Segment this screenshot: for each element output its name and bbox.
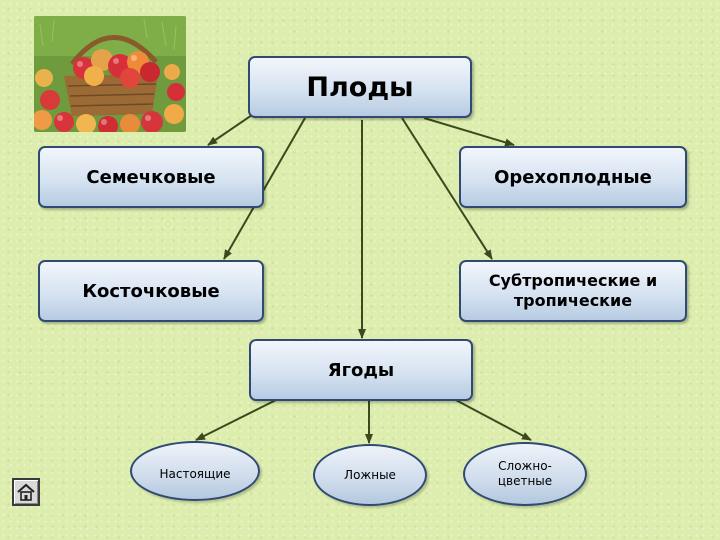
node-true-berry-label: Настоящие xyxy=(159,467,231,481)
root-node-fruits: Плоды xyxy=(248,56,472,118)
node-compound-berry-label-line1: Сложно- xyxy=(498,459,552,473)
home-button[interactable] xyxy=(12,478,40,506)
arrow-root-to-tropical xyxy=(401,117,493,260)
node-tropical: Субтропические и тропические xyxy=(459,260,687,322)
node-tropical-label-line2: тропические xyxy=(513,291,633,310)
arrow-berries-to-compound xyxy=(451,397,532,441)
node-false-berry-label: Ложные xyxy=(344,467,396,482)
arrow-root-to-stone xyxy=(223,117,306,260)
arrow-berries-to-true xyxy=(195,397,281,441)
node-false-berry: Ложные xyxy=(313,444,427,506)
arrow-root-to-pome xyxy=(207,114,253,146)
home-icon xyxy=(17,483,35,501)
node-compound-berry: Сложно- цветные xyxy=(463,442,587,506)
arrow-root-to-nut xyxy=(423,117,515,147)
node-pome-label: Семечковые xyxy=(86,166,216,188)
node-true-berry: Настоящие xyxy=(130,441,260,501)
apple-basket-photo xyxy=(34,16,186,132)
node-stone-label: Косточковые xyxy=(82,280,220,302)
node-nut: Орехоплодные xyxy=(459,146,687,208)
node-stone: Косточковые xyxy=(38,260,264,322)
node-berries-label: Ягоды xyxy=(327,359,395,381)
node-compound-berry-label-line2: цветные xyxy=(497,474,553,488)
root-node-label: Плоды xyxy=(306,71,414,103)
node-nut-label: Орехоплодные xyxy=(494,166,652,188)
node-berries: Ягоды xyxy=(249,339,473,401)
node-pome: Семечковые xyxy=(38,146,264,208)
node-tropical-label-line1: Субтропические и xyxy=(488,271,658,290)
